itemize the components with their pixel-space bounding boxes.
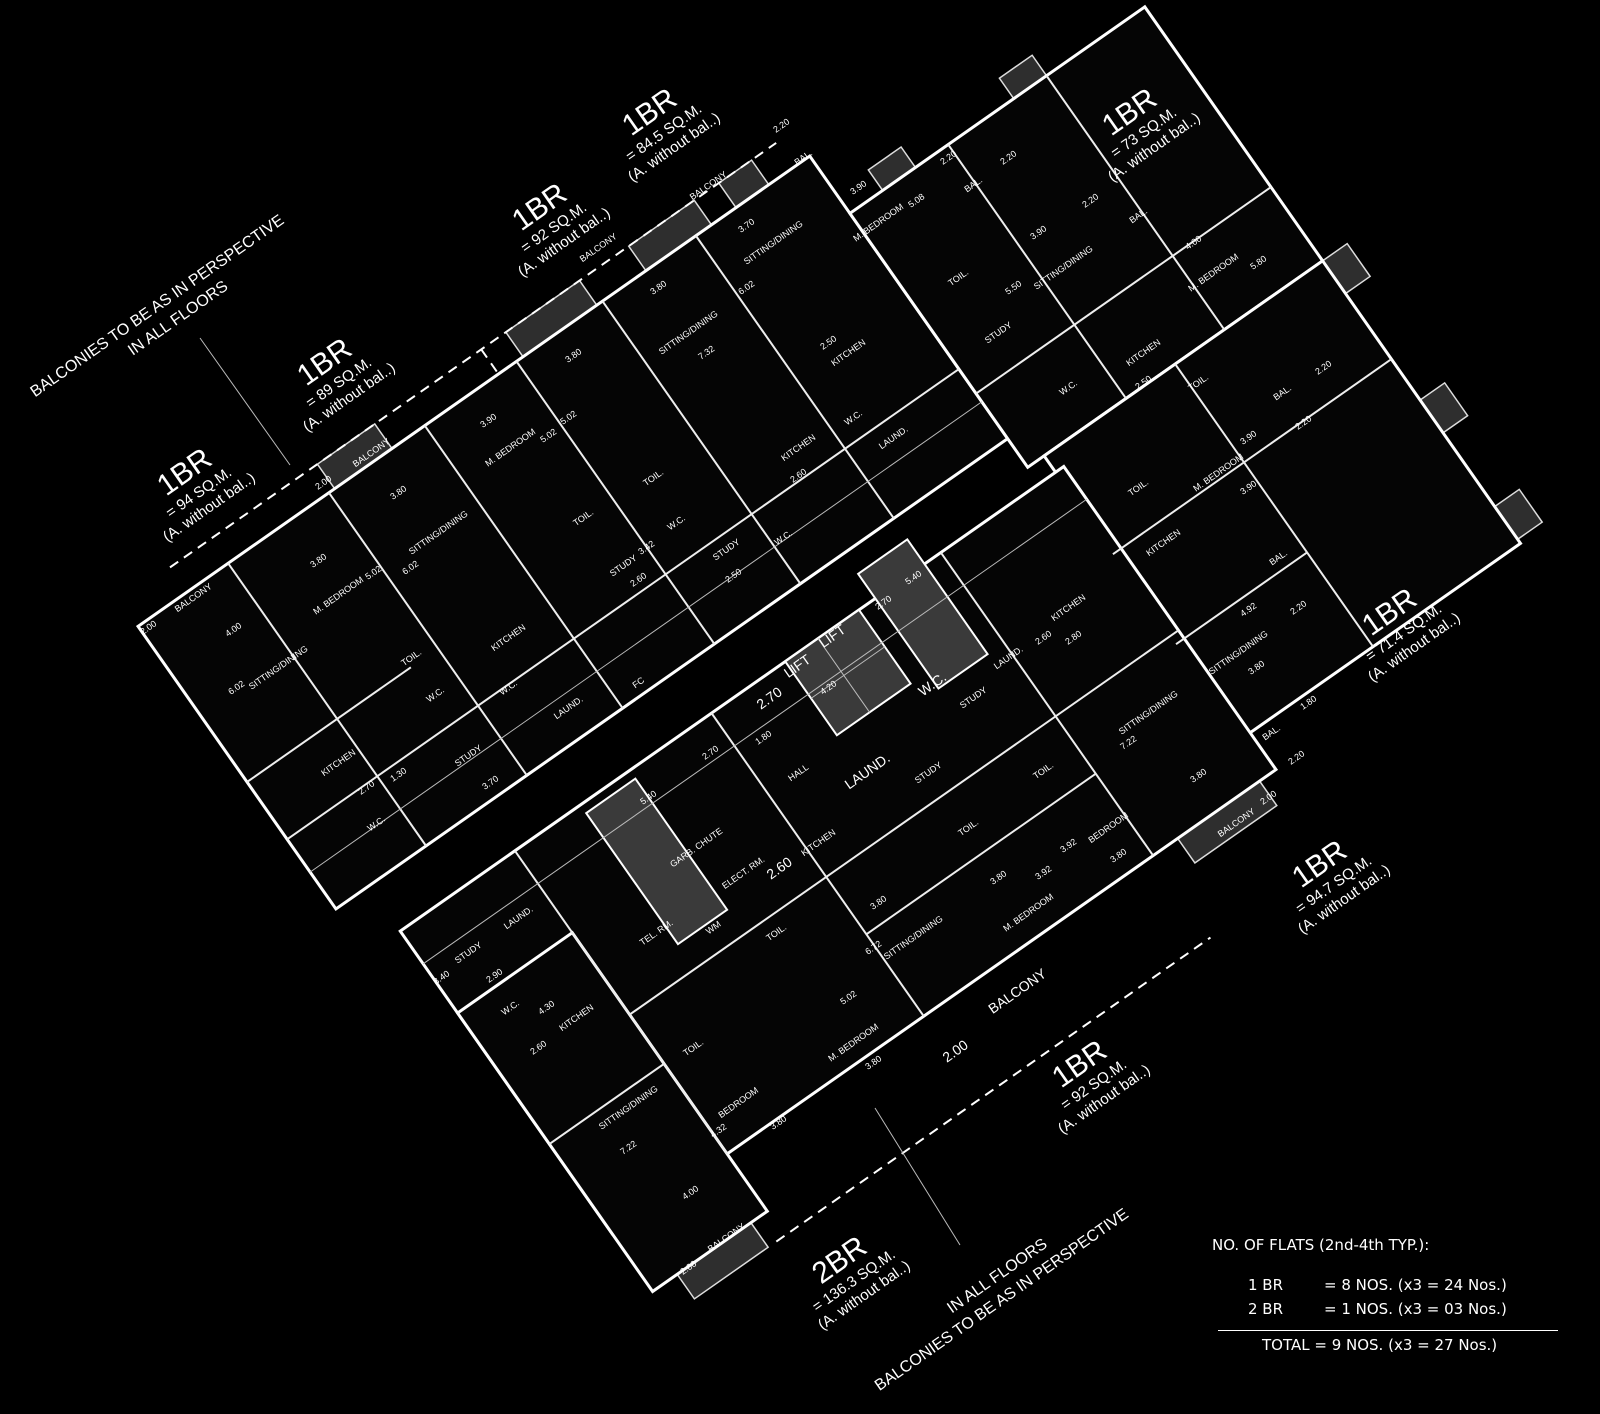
legend-count: = 1 NOS. (x3 = 03 Nos.) <box>1324 1300 1507 1318</box>
note-text: BALCONIES TO BE AS IN PERSPECTIVE <box>872 1206 1132 1395</box>
unit-label: 1BR= 94 SQ.M.(A. without bal..) <box>151 442 258 546</box>
unit-label: 1BR= 92 SQ.M.(A. without bal..) <box>506 177 613 281</box>
unit-label: 1BR= 92 SQ.M.(A. without bal..) <box>1046 1034 1153 1138</box>
plan-label: BAL. <box>1260 723 1282 742</box>
building-footprint <box>135 4 1544 1300</box>
unit-label: 2BR= 136.3 SQ.M.(A. without bal..) <box>806 1230 913 1334</box>
leader-line <box>199 337 291 466</box>
plan-label: BALCONY <box>985 965 1050 1017</box>
legend-divider <box>1218 1330 1558 1331</box>
stair-core <box>584 777 729 946</box>
note-text: BALCONIES TO BE AS IN PERSPECTIVE <box>28 212 288 401</box>
unit-label: 1BR= 84.5 SQ.M.(A. without bal..) <box>616 82 723 186</box>
plan-label: 3.90 <box>848 178 868 196</box>
legend-row: 1 BR = 8 NOS. (x3 = 24 Nos.) <box>1248 1276 1558 1294</box>
unit-boundary-dashed <box>169 142 777 569</box>
legend-total: TOTAL = 9 NOS. (x3 = 27 Nos.) <box>1262 1336 1498 1354</box>
legend-title: NO. OF FLATS (2nd-4th TYP.): <box>1212 1236 1430 1254</box>
plan-label: 2.20 <box>1286 748 1306 766</box>
unit-label: 1BR= 89 SQ.M.(A. without bal..) <box>291 332 398 436</box>
legend-type: 1 BR <box>1248 1276 1284 1294</box>
unit-boundary-dashed <box>480 348 500 375</box>
partitions <box>227 75 1393 1155</box>
legend-row: 2 BR = 1 NOS. (x3 = 03 Nos.) <box>1248 1300 1558 1318</box>
leader-line <box>874 1107 961 1246</box>
balcony-note-top: BALCONIES TO BE AS IN PERSPECTIVE IN ALL… <box>28 212 288 401</box>
legend-type: 2 BR <box>1248 1300 1284 1318</box>
unit-label: 1BR= 94.7 SQ.M.(A. without bal..) <box>1286 834 1393 938</box>
flat-count-legend: NO. OF FLATS (2nd-4th TYP.): 1 BR = 8 NO… <box>1212 1236 1558 1354</box>
balcony-note-bottom: IN ALL FLOORS BALCONIES TO BE AS IN PERS… <box>872 1206 1132 1395</box>
plan-label: 2.00 <box>939 1036 971 1065</box>
legend-count: = 8 NOS. (x3 = 24 Nos.) <box>1324 1276 1507 1294</box>
plan-label: 2.20 <box>771 116 791 134</box>
